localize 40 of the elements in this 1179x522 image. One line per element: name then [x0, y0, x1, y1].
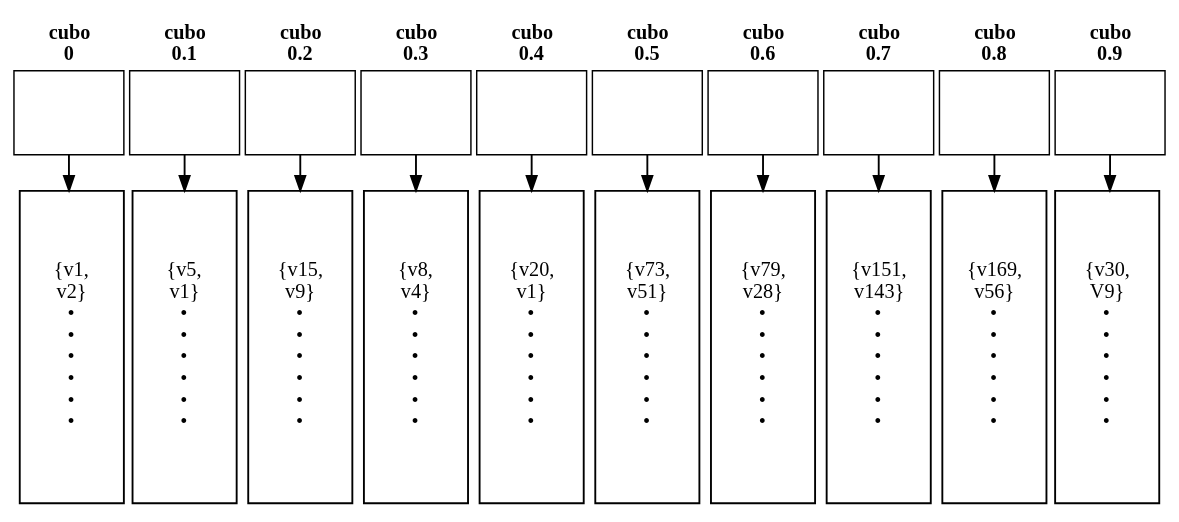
- node-box: {v5, v1} • • • • • •: [131, 189, 238, 505]
- arrow: [640, 153, 654, 194]
- node-label: cubo 0: [48, 21, 91, 64]
- node-box: [13, 70, 125, 156]
- arrow: [409, 153, 423, 194]
- arrow: [1103, 153, 1117, 194]
- node-box: {v20, v1} • • • • • •: [478, 189, 585, 505]
- node-box: [128, 70, 241, 156]
- node-label: cubo 0.1: [164, 21, 206, 64]
- arrow: [178, 153, 191, 194]
- node-box: {v1, v2} • • • • • •: [18, 189, 125, 505]
- node-label: cubo 0.9: [1089, 21, 1132, 64]
- node-box: [938, 70, 1051, 156]
- node-box: [823, 70, 935, 156]
- arrow: [62, 153, 76, 194]
- node-box: [476, 70, 588, 156]
- node-box: [244, 70, 356, 156]
- node-box: [1054, 70, 1166, 156]
- node-label: cubo 0.7: [858, 21, 901, 64]
- arrow: [293, 153, 307, 194]
- node-box: {v151, v143} • • • • • •: [825, 189, 932, 505]
- node-box: [591, 70, 703, 156]
- arrow: [756, 153, 770, 194]
- node-label: cubo 0.3: [395, 21, 438, 64]
- node-box: {v73, v51} • • • • • •: [594, 189, 701, 505]
- arrow: [872, 153, 886, 194]
- node-box: {v8, v4} • • • • • •: [362, 189, 469, 505]
- node-box: {v15, v9} • • • • • •: [247, 189, 354, 505]
- node-box: [707, 70, 819, 156]
- node-label: cubo 0.6: [742, 21, 785, 64]
- node-box: {v79, v28} • • • • • •: [710, 189, 817, 505]
- node-box: [360, 70, 472, 156]
- arrow: [988, 153, 1001, 194]
- node-label: cubo 0.2: [280, 21, 322, 64]
- node-label: cubo 0.4: [511, 21, 554, 64]
- node-label: cubo 0.8: [974, 21, 1016, 64]
- node-label: cubo 0.5: [627, 21, 669, 64]
- node-box: {v30, V9} • • • • • •: [1054, 189, 1161, 505]
- node-box: {v169, v56} • • • • • •: [941, 189, 1048, 505]
- arrow: [525, 153, 539, 194]
